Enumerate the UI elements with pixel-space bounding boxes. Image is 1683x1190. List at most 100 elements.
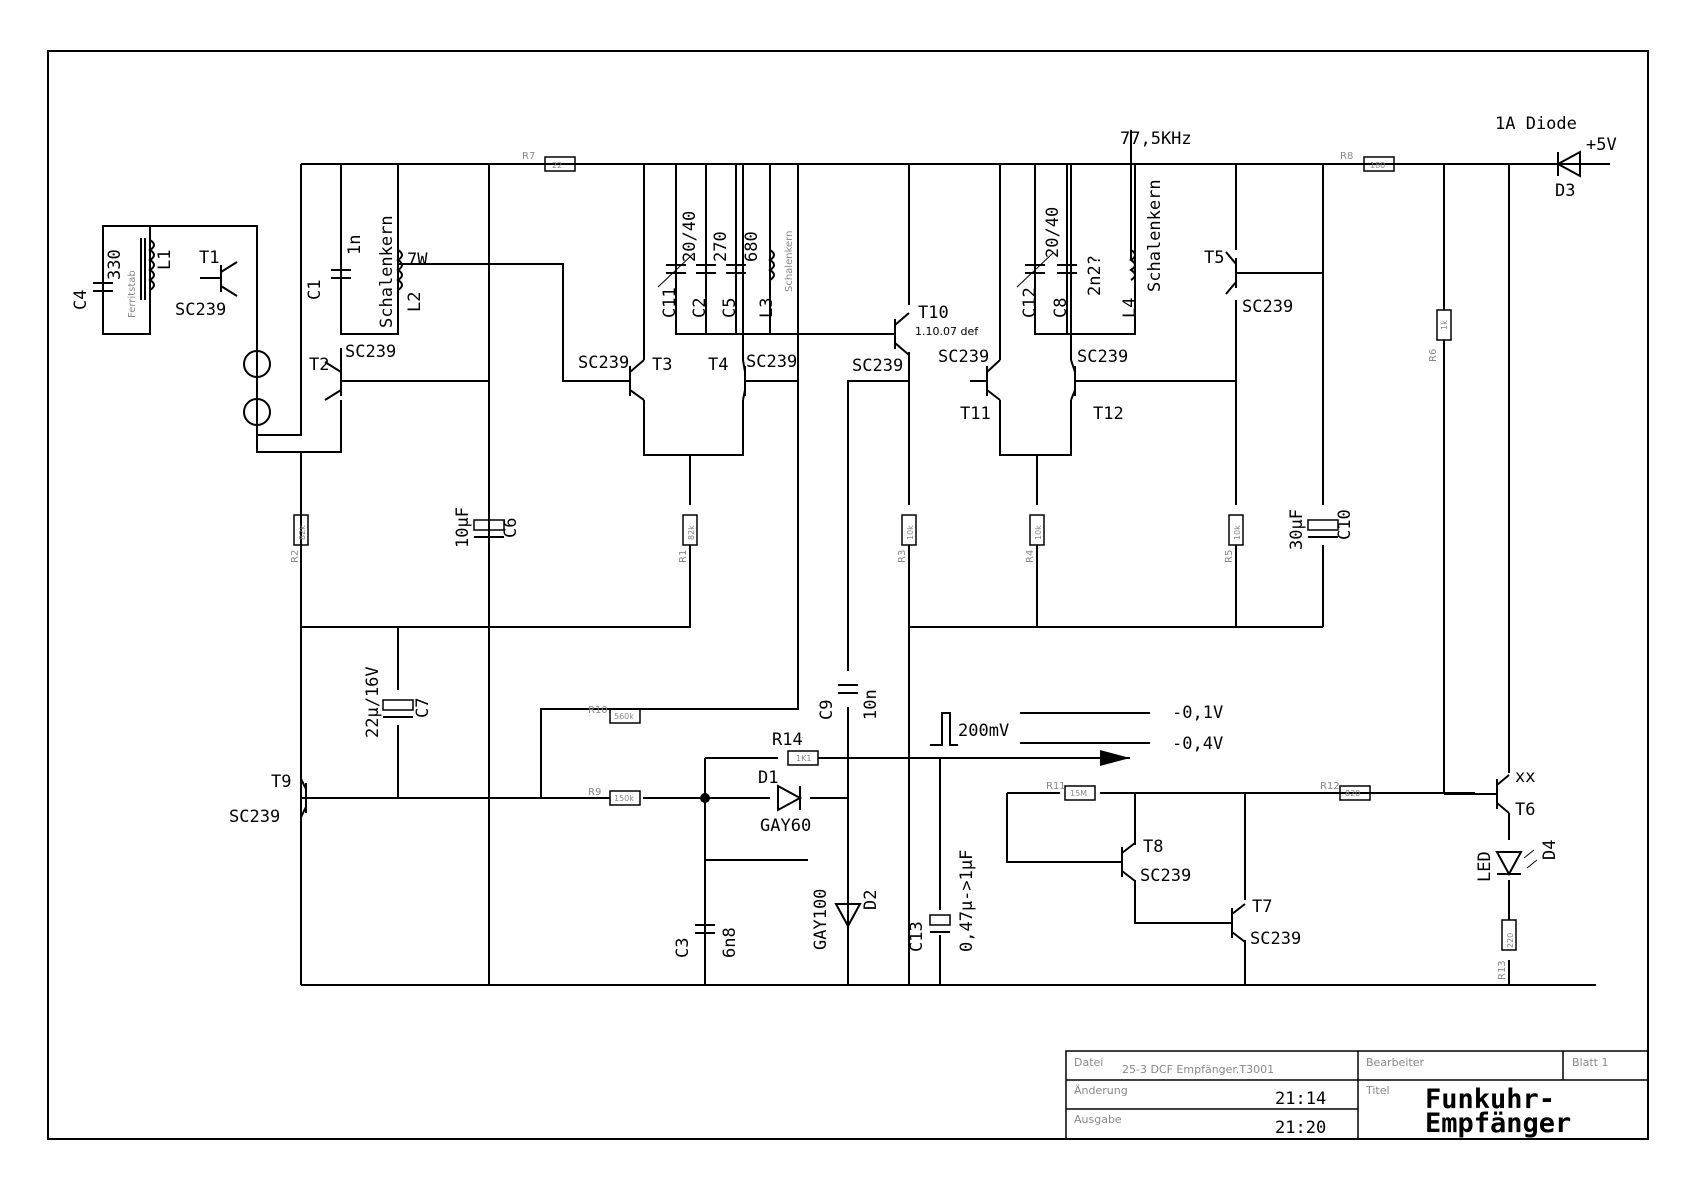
r9-body (609, 790, 641, 806)
label-r6-value: 1k (1440, 320, 1449, 330)
label-d2: D2 (861, 890, 881, 910)
tb-datei-value: 25-3 DCF Empfänger.T3001 (1122, 1063, 1274, 1076)
label-led: LED (1475, 851, 1495, 882)
tb-blatt-label: Blatt 1 (1572, 1056, 1608, 1069)
tb-datei-label: Datei (1074, 1056, 1103, 1069)
label-r3-value: 10k (906, 525, 915, 540)
label-r11: R11 (1046, 781, 1066, 792)
label-t2-type: SC239 (345, 342, 396, 362)
label-c12: C12 (1020, 287, 1040, 318)
label-r10-value: 560k (614, 712, 634, 721)
label-r7: R7 (522, 151, 535, 162)
label-t1: T1 (199, 248, 219, 268)
label-r10: R10 (588, 705, 608, 716)
label-t11-type: SC239 (938, 347, 989, 367)
label-c11-value: 20/40 (680, 211, 700, 262)
label-r7-value: 22 (552, 161, 562, 170)
label-c12-value: 20/40 (1043, 207, 1063, 258)
label-c1-value: 1n (345, 235, 365, 255)
label-ferrit: Ferritstab (127, 270, 138, 318)
label-r3: R3 (897, 550, 908, 563)
label-r1-value: 82k (687, 525, 696, 540)
tb-ausgabe-label: Ausgabe (1074, 1113, 1122, 1126)
antenna-ring-2 (243, 398, 271, 426)
label-t4: T4 (708, 355, 728, 375)
label-t5-type: SC239 (1242, 297, 1293, 317)
r8-body (1363, 156, 1395, 172)
resistors (293, 156, 1517, 951)
label-r5-value: 10k (1233, 525, 1242, 540)
label-c4: C4 (71, 290, 91, 310)
r4-body (1029, 514, 1045, 546)
label-d4: D4 (1540, 840, 1560, 860)
r6-body (1436, 309, 1452, 341)
label-c13-value: 0,47µ->1µF (957, 850, 977, 952)
inductors (140, 238, 1136, 426)
c10-body (1307, 519, 1339, 531)
label-r13: R13 (1497, 960, 1508, 980)
label-l1: L1 (155, 250, 175, 270)
label-c10: C10 (1335, 509, 1355, 540)
r12-body (1339, 785, 1371, 801)
label-t4-type: SC239 (746, 352, 797, 372)
label-1a-diode: 1A Diode (1495, 114, 1577, 134)
label-l3: L3 (757, 298, 777, 318)
label-c6: C6 (501, 518, 521, 538)
label-r14: R14 (772, 730, 803, 750)
label-t10-note: 1.10.07 def (915, 325, 979, 338)
label-t7-type: SC239 (1250, 929, 1301, 949)
tb-aenderung-value: 21:14 (1275, 1089, 1326, 1109)
label-r8-value: 180 (1370, 161, 1385, 170)
label-t6-type: xx (1515, 767, 1535, 787)
label-supply: +5V (1586, 135, 1617, 155)
sheet-border (47, 50, 1649, 1140)
c13-body (929, 914, 951, 926)
tb-title-line1: Funkuhr- (1425, 1084, 1555, 1115)
label-t2: T2 (309, 355, 329, 375)
diodes (777, 150, 1581, 929)
tb-ausgabe-value: 21:20 (1275, 1118, 1326, 1138)
label-t1-type: SC239 (175, 300, 226, 320)
label-t8: T8 (1143, 837, 1163, 857)
r5-body (1228, 514, 1244, 546)
label-t12: T12 (1093, 404, 1124, 424)
label-t7: T7 (1252, 897, 1272, 917)
label-t3-type: SC239 (578, 353, 629, 373)
label-c2: C2 (690, 298, 710, 318)
label-c9-value: 10n (861, 689, 881, 720)
tb-bearbeiter-label: Bearbeiter (1366, 1056, 1424, 1069)
r1-body (682, 514, 698, 546)
label-r11-value: 15M (1070, 789, 1087, 798)
label-r12-value: 820 (1345, 789, 1360, 798)
label-r1: R1 (678, 550, 689, 563)
label-c9: C9 (817, 700, 837, 720)
label-freq: 77,5KHz (1120, 129, 1192, 149)
junction-dot (700, 793, 710, 803)
label-l4-core: Schalenkern (1145, 179, 1165, 292)
label-l4: L4 (1120, 298, 1140, 318)
title-block (1065, 1050, 1649, 1140)
label-t9: T9 (271, 772, 291, 792)
label-c6-value: 10µF (453, 507, 473, 548)
label-t9-type: SC239 (229, 807, 280, 827)
label-r9: R9 (588, 787, 601, 798)
label-l2: L2 (405, 292, 425, 312)
r3-body (901, 514, 917, 546)
label-r5: R5 (1224, 550, 1235, 563)
tb-title-line2: Empfänger (1425, 1108, 1571, 1139)
label-t12-type: SC239 (1077, 347, 1128, 367)
label-c8-value: 2n2? (1085, 255, 1105, 296)
label-v1: -0,1V (1172, 703, 1223, 723)
label-t6: T6 (1515, 800, 1535, 820)
label-l2-core: Schalenkern (377, 215, 397, 328)
label-pulse: 200mV (958, 721, 1009, 741)
label-t10: T10 (918, 303, 949, 323)
r7-body (544, 156, 576, 172)
label-c4-value: 330 (105, 249, 125, 280)
pulse-symbol (930, 712, 958, 746)
label-r4: R4 (1025, 550, 1036, 563)
c6-body (473, 519, 505, 531)
label-t11: T11 (960, 404, 991, 424)
tb-aenderung-label: Änderung (1074, 1084, 1128, 1097)
